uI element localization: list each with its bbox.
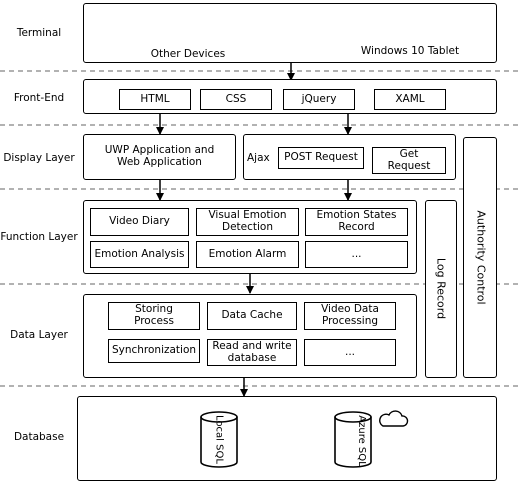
data-item-read-write-database: Read and write database: [207, 339, 297, 366]
function-item-more: ...: [305, 241, 408, 268]
data-item-video-data-processing: Video Data Processing: [304, 302, 396, 330]
data-item-more: ...: [304, 339, 396, 366]
uwp-label: UWP Application and Web Application: [104, 144, 215, 168]
ajax-label: Ajax: [247, 152, 270, 164]
function-item-emotion-analysis: Emotion Analysis: [90, 241, 189, 268]
layer-label-terminal: Terminal: [16, 27, 62, 39]
authority-control-label: Authority Control: [474, 210, 488, 305]
log-record-label: Log Record: [434, 257, 448, 320]
function-item-visual-emotion-detection: Visual Emotion Detection: [196, 208, 299, 236]
cloud-icon: [379, 410, 409, 427]
other-devices-label: Other Devices: [150, 48, 226, 60]
get-request-box: Get Request: [372, 147, 446, 174]
frontend-item-jquery: jQuery: [283, 89, 355, 110]
function-item-emotion-alarm: Emotion Alarm: [196, 241, 299, 268]
frontend-item-css: CSS: [200, 89, 272, 110]
frontend-item-xaml: XAML: [374, 89, 446, 110]
log-record-frame: [425, 200, 457, 378]
uwp-frame: UWP Application and Web Application: [83, 134, 236, 180]
azure-sql-label: Azure SQL: [356, 415, 367, 467]
database-frame: [77, 396, 497, 481]
layer-label-function: Function Layer: [0, 231, 78, 243]
connector-arrows: [156, 62, 352, 397]
layer-label-frontend: Front-End: [13, 92, 65, 104]
authority-control-frame: [463, 137, 497, 378]
layer-label-database: Database: [13, 431, 65, 443]
post-request-box: POST Request: [278, 147, 364, 169]
terminal-frame: [83, 3, 497, 63]
data-item-synchronization: Synchronization: [108, 339, 200, 363]
database-cylinder-icon: [334, 411, 372, 468]
layer-label-data: Data Layer: [10, 329, 68, 341]
frontend-item-html: HTML: [119, 89, 191, 110]
function-item-emotion-states-record: Emotion States Record: [305, 208, 408, 236]
data-item-storing-process: Storing Process: [108, 302, 200, 330]
data-item-data-cache: Data Cache: [207, 302, 297, 330]
function-item-video-diary: Video Diary: [90, 208, 189, 236]
tablet-label: Windows 10 Tablet: [360, 45, 460, 57]
database-cylinder-icon: [200, 411, 238, 468]
layer-label-display: Display Layer: [3, 152, 75, 164]
local-sql-label: Local SQL: [213, 415, 225, 464]
